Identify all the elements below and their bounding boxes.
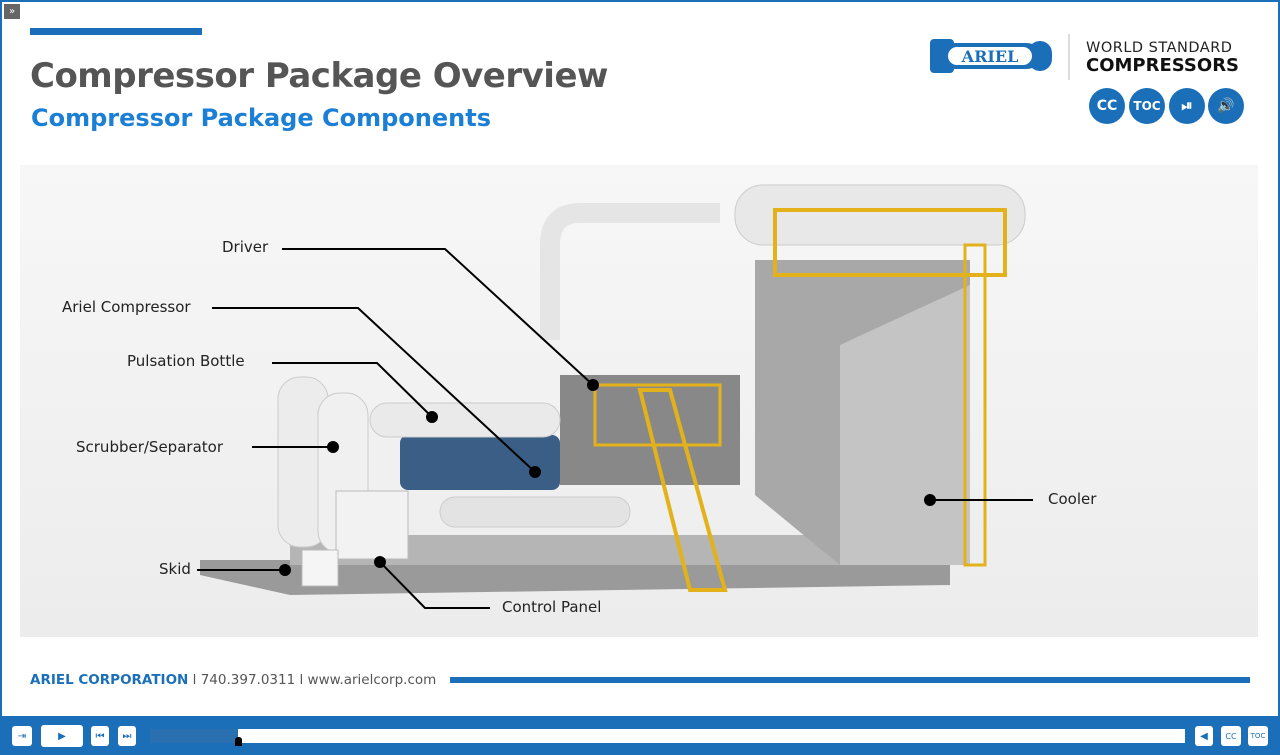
label-skid: Skid	[159, 560, 191, 578]
ariel-logo: ARIEL	[930, 39, 1052, 73]
toc-small-button[interactable]: TOC	[1248, 726, 1268, 746]
label-cooler: Cooler	[1048, 490, 1097, 508]
label-driver: Driver	[222, 238, 269, 256]
cc-small-button[interactable]: CC	[1221, 726, 1241, 746]
label-scrubber-separator: Scrubber/Separator	[76, 438, 223, 456]
separator: l	[299, 672, 304, 688]
sidebar-toggle[interactable]: »	[4, 4, 20, 19]
progress-fill	[150, 729, 238, 743]
page-title: Compressor Package Overview	[30, 56, 608, 96]
label-control-panel: Control Panel	[502, 598, 602, 616]
footer-contact: ARIEL CORPORATION l 740.397.0311 l www.a…	[30, 672, 436, 688]
exit-button[interactable]: ⇥	[12, 726, 32, 746]
back-button[interactable]: ◀	[1195, 726, 1213, 746]
separator: l	[192, 672, 197, 688]
audio-button[interactable]: 🔊	[1208, 88, 1244, 124]
accent-bar	[30, 28, 202, 35]
tagline-1: WORLD STANDARD	[1086, 40, 1233, 56]
cc-button[interactable]: CC	[1089, 88, 1125, 124]
svg-text:ARIEL: ARIEL	[961, 47, 1019, 66]
label-pulsation-bottle: Pulsation Bottle	[127, 352, 245, 370]
label-ariel-compressor: Ariel Compressor	[62, 298, 191, 316]
divider	[1068, 34, 1070, 80]
progress-scrubber[interactable]	[150, 729, 1185, 746]
toc-button[interactable]: TOC	[1129, 88, 1165, 124]
scrubber-handle[interactable]	[234, 737, 242, 746]
prev-button[interactable]: ⏮	[91, 726, 109, 746]
phone: 740.397.0311	[200, 672, 296, 688]
page-subtitle: Compressor Package Components	[31, 104, 491, 132]
tagline-2: COMPRESSORS	[1086, 55, 1240, 76]
next-button[interactable]: ⏭	[118, 726, 136, 746]
footer-rule	[450, 677, 1250, 683]
compressor-package-image: Driver Ariel Compressor Pulsation Bottle…	[20, 165, 1258, 637]
play-button[interactable]: ▶	[41, 725, 83, 747]
play-pause-button[interactable]: ⏯	[1169, 88, 1205, 124]
website-link[interactable]: www.arielcorp.com	[307, 672, 437, 688]
company-name: ARIEL CORPORATION	[30, 672, 189, 688]
